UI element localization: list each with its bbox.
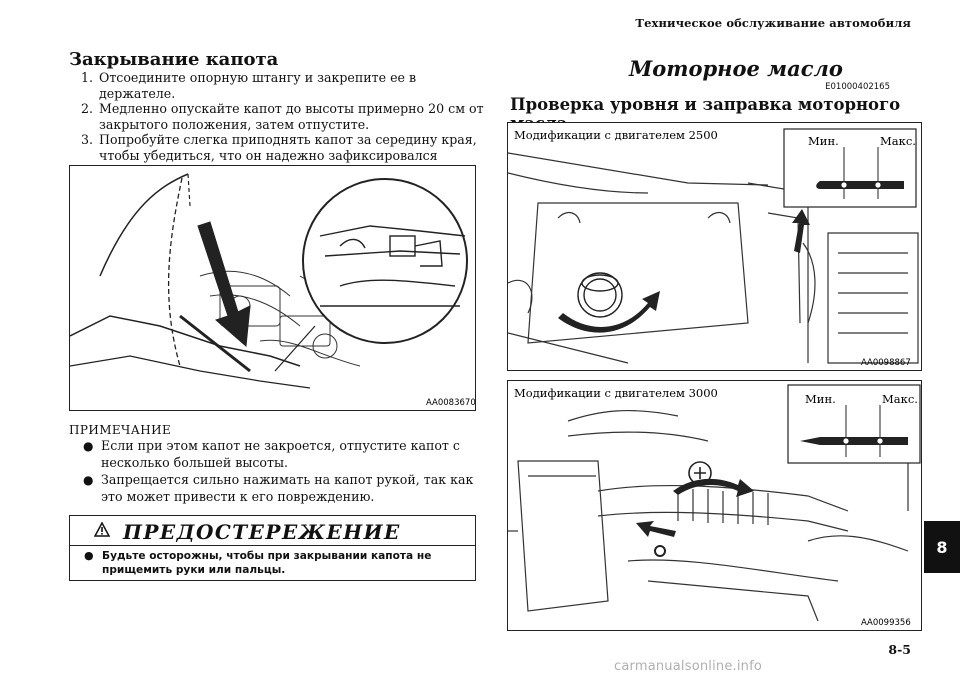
warning-header: ПРЕДОСТЕРЕЖЕНИЕ (70, 516, 475, 546)
warning-text: Будьте осторожны, чтобы при закрывании к… (102, 550, 432, 576)
figure-code: AA0098867 (861, 358, 911, 368)
engine-oil-title: Моторное масло (629, 56, 843, 81)
oil-check-figure-2500: Модификации с двигателем 2500 Мин. Макс.… (507, 122, 922, 371)
hood-closing-steps: 1. Отсоедините опорную штангу и закрепите… (69, 70, 489, 179)
oil-check-figure-3000: Модификации с двигателем 3000 Мин. Макс.… (507, 380, 922, 631)
hood-closing-title: Закрывание капота (69, 49, 279, 70)
hood-closing-illustration: AA0083670 (69, 165, 476, 411)
bullet-icon: ● (84, 549, 94, 562)
hood-drawing: AA0083670 (70, 173, 475, 408)
engine-2500-drawing: Модификации с двигателем 2500 Мин. Макс.… (508, 128, 919, 368)
step-text: Отсоедините опорную штангу и закрепите е… (99, 70, 417, 101)
engine-3000-drawing: Модификации с двигателем 3000 Мин. Макс.… (508, 384, 921, 628)
document-code: E01000402165 (825, 82, 890, 92)
step-item: 1. Отсоедините опорную штангу и закрепите… (69, 70, 489, 101)
bullet-icon: ● (83, 473, 94, 487)
watermark: carmanualsonline.info (614, 659, 763, 674)
warning-body: ● Будьте осторожны, чтобы при закрывании… (70, 546, 475, 577)
min-label: Мин. (808, 134, 839, 148)
note-text: Если при этом капот не закроется, отпуст… (101, 438, 460, 470)
figure-code: AA0099356 (861, 618, 911, 628)
max-label: Макс. (880, 134, 916, 148)
step-number: 1. (81, 70, 94, 85)
step-number: 2. (81, 101, 94, 116)
warning-triangle-icon (94, 522, 110, 537)
max-label: Макс. (882, 392, 918, 406)
warning-box: ПРЕДОСТЕРЕЖЕНИЕ ● Будьте осторожны, чтоб… (69, 515, 476, 581)
figure-code: AA0083670 (426, 398, 475, 408)
step-number: 3. (81, 132, 94, 147)
note-text: Запрещается сильно нажимать на капот рук… (101, 472, 474, 504)
step-item: 2. Медленно опускайте капот до высоты при… (69, 101, 489, 132)
note-item: ● Запрещается сильно нажимать на капот ру… (69, 472, 479, 505)
note-item: ● Если при этом капот не закроется, отпус… (69, 438, 479, 471)
note-title: ПРИМЕЧАНИЕ (69, 423, 172, 437)
page-number: 8-5 (888, 642, 911, 657)
figure-caption: Модификации с двигателем 3000 (514, 386, 718, 400)
note-list: ● Если при этом капот не закроется, отпус… (69, 438, 479, 506)
bullet-icon: ● (83, 439, 94, 453)
step-text: Медленно опускайте капот до высоты приме… (99, 101, 484, 132)
min-label: Мин. (805, 392, 836, 406)
figure-caption: Модификации с двигателем 2500 (514, 128, 718, 142)
section-tab: 8 (924, 521, 960, 573)
section-header: Техническое обслуживание автомобиля (635, 16, 911, 30)
warning-title: ПРЕДОСТЕРЕЖЕНИЕ (123, 520, 401, 544)
